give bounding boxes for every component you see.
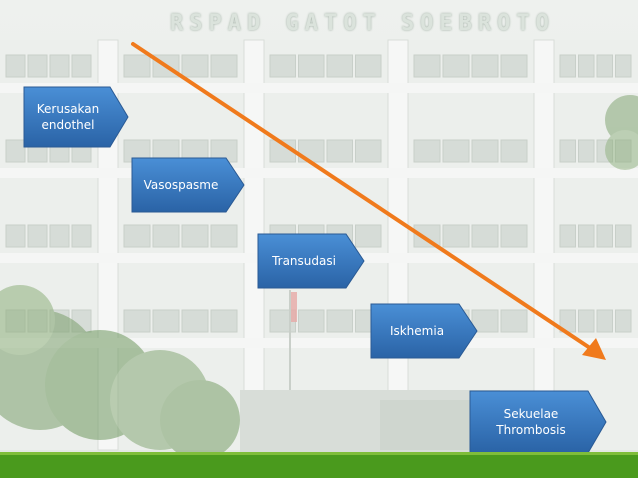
building-window xyxy=(210,54,238,78)
building-window xyxy=(355,139,382,163)
building-floor-band xyxy=(0,168,638,178)
building-window xyxy=(326,54,353,78)
step-chevron-shape xyxy=(257,233,365,289)
building-window xyxy=(471,54,499,78)
step-label: Kerusakan endothel xyxy=(36,102,100,132)
step-chevron-shape xyxy=(469,390,607,454)
building-window xyxy=(442,139,470,163)
step-label: Transudasi xyxy=(272,254,336,268)
building-window xyxy=(442,224,470,248)
building-window xyxy=(413,139,441,163)
building-window xyxy=(500,54,528,78)
building-floor-band xyxy=(0,338,638,348)
trend-arrow-head xyxy=(582,338,606,360)
building-window xyxy=(269,54,296,78)
building-window xyxy=(49,54,70,78)
building-window xyxy=(500,309,528,333)
building-window xyxy=(298,54,325,78)
building-window xyxy=(578,224,595,248)
building-window xyxy=(5,224,26,248)
step-transudasi: Transudasi xyxy=(257,233,365,289)
building-window xyxy=(5,54,26,78)
building-window xyxy=(27,54,48,78)
building-window xyxy=(49,224,70,248)
building-window xyxy=(471,224,499,248)
building-floor-band xyxy=(0,83,638,93)
building-window xyxy=(596,224,613,248)
building-window xyxy=(5,139,26,163)
building-window xyxy=(326,139,353,163)
building-window xyxy=(596,54,613,78)
building-window xyxy=(615,224,632,248)
building-window xyxy=(71,224,92,248)
trend-arrow-line xyxy=(131,42,595,352)
building-window xyxy=(71,54,92,78)
building-window xyxy=(413,54,441,78)
building-window xyxy=(181,309,209,333)
building-window xyxy=(615,54,632,78)
building-window xyxy=(615,309,632,333)
building-window xyxy=(355,54,382,78)
building-window xyxy=(500,139,528,163)
building-sign: RSPAD GATOT SOEBROTO xyxy=(170,11,555,36)
building-window xyxy=(210,309,238,333)
building-window xyxy=(559,224,576,248)
step-chevron-shape xyxy=(23,86,129,148)
building-window xyxy=(27,224,48,248)
building-window xyxy=(152,224,180,248)
building-window xyxy=(298,309,325,333)
step-iskhemia: Iskhemia xyxy=(370,303,478,359)
building-window xyxy=(152,309,180,333)
step-sekuelae-thrombosis: Sekuelae Thrombosis xyxy=(469,390,607,454)
building-window xyxy=(578,139,595,163)
building-window xyxy=(355,224,382,248)
building-window xyxy=(559,139,576,163)
building-window xyxy=(123,224,151,248)
bottom-bar xyxy=(0,455,638,478)
building-window xyxy=(559,54,576,78)
building-window xyxy=(596,309,613,333)
building-window xyxy=(210,224,238,248)
building-window xyxy=(471,309,499,333)
building-window xyxy=(326,309,353,333)
building-window xyxy=(500,224,528,248)
building-window xyxy=(442,54,470,78)
building-window xyxy=(181,224,209,248)
step-vasospasme: Vasospasme xyxy=(131,157,245,213)
step-chevron-shape xyxy=(370,303,478,359)
building-window xyxy=(578,54,595,78)
building-window xyxy=(578,309,595,333)
step-label: Iskhemia xyxy=(389,324,445,338)
building-window xyxy=(471,139,499,163)
building-window xyxy=(123,309,151,333)
building-window xyxy=(181,54,209,78)
step-label: Vasospasme xyxy=(143,178,219,192)
building-window xyxy=(123,54,151,78)
step-kerusakan-endothel: Kerusakan endothel xyxy=(23,86,129,148)
bottom-bar-highlight xyxy=(0,452,638,456)
step-chevron-shape xyxy=(131,157,245,213)
step-label: Sekuelae Thrombosis xyxy=(496,407,566,437)
